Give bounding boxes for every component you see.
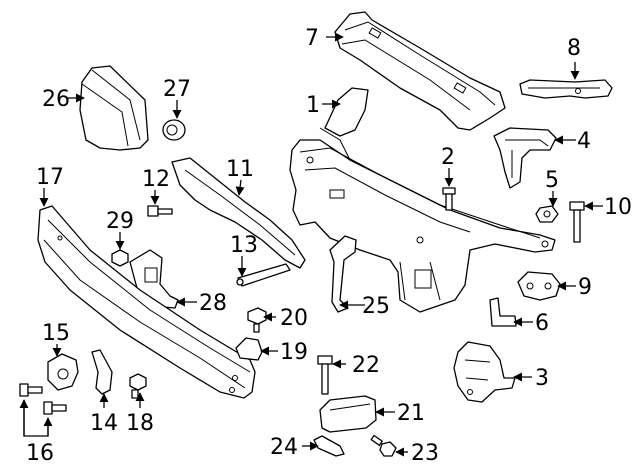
part-23-bolt [370,434,397,457]
callout-27: 27 [163,77,191,102]
callout-3: 3 [535,366,549,391]
callout-15: 15 [42,321,70,346]
callout-14: 14 [90,411,118,436]
leader-lines [19,32,603,457]
callout-7: 7 [305,26,319,51]
part-7-upper-tie-bar [334,11,506,131]
callout-17: 17 [36,165,64,190]
callout-labels: 7 8 1 4 2 5 10 9 6 3 26 27 11 12 17 29 1… [26,26,632,466]
callout-1: 1 [306,93,320,118]
callout-10: 10 [604,195,632,220]
callout-18: 18 [126,411,154,436]
callout-16: 16 [26,441,54,466]
callout-23: 23 [411,441,439,466]
callout-8: 8 [567,36,581,61]
callout-4: 4 [577,129,591,154]
callout-13: 13 [230,233,258,258]
part-20-bolt [247,307,267,333]
callout-25: 25 [362,294,390,319]
callout-19: 19 [280,340,308,365]
callout-5: 5 [545,168,559,193]
callout-22: 22 [352,353,380,378]
part-9-mount [517,271,561,301]
callout-29: 29 [106,209,134,234]
part-26-module [79,65,149,151]
part-12-bolt [147,205,173,217]
callout-12: 12 [142,167,170,192]
part-24-bracket [313,435,345,457]
part-17-bumper-beam [37,205,256,399]
callout-28: 28 [199,291,227,316]
part-11-bar [171,157,306,269]
callout-24: 24 [270,435,298,460]
part-2-bolt [442,187,456,211]
part-22-bolt [317,355,333,395]
part-27-grommet [162,119,186,141]
part-10-bolt [569,201,585,243]
part-14-bracket [91,349,113,395]
callout-20: 20 [280,306,308,331]
part-1-radiator-support [289,87,556,313]
part-13-rod [236,263,291,287]
callout-26: 26 [42,87,70,112]
part-25-bracket [329,235,357,313]
part-18-bolt [129,373,147,399]
part-4-side-bracket [493,127,557,189]
part-16-bolts [19,383,67,415]
callout-9: 9 [578,275,592,300]
part-29-bolt [111,249,129,267]
part-8-bracket [519,79,613,99]
part-15-bracket [47,353,79,391]
part-21-module [319,395,377,433]
callout-6: 6 [535,311,549,336]
part-3-lower-bracket [453,341,516,403]
callout-21: 21 [397,401,425,426]
part-6-bracket [489,297,517,327]
part-19-bracket [235,337,263,361]
callout-2: 2 [441,145,455,170]
callout-11: 11 [226,157,254,182]
part-5-nut [535,205,559,223]
